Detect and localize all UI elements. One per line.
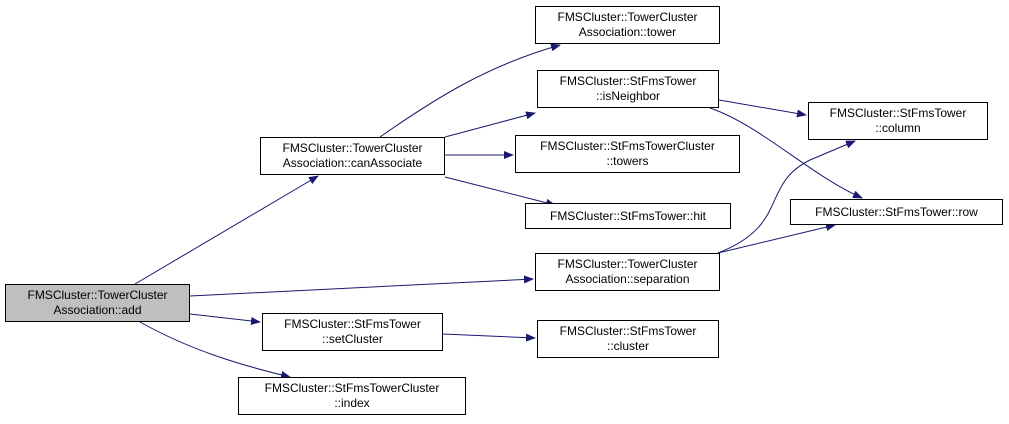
edge-add-to-canAssociate bbox=[134, 175, 319, 285]
node-label-line-1: FMSCluster::TowerCluster bbox=[27, 288, 168, 302]
node-label-line-2: Association::tower bbox=[578, 25, 677, 39]
node-label-line-2: ::setCluster bbox=[322, 332, 383, 346]
node-label-line-1: FMSCluster::StFmsTower::row bbox=[815, 204, 978, 219]
node-label-line-1: FMSCluster::StFmsTowerCluster bbox=[540, 139, 715, 153]
edge-add-to-separation bbox=[189, 275, 534, 297]
node-label-line-2: ::index bbox=[334, 396, 370, 410]
node-cluster[interactable]: FMSCluster::StFmsTower ::cluster bbox=[537, 320, 719, 358]
edge-separation-to-column bbox=[717, 140, 856, 254]
node-hit[interactable]: FMSCluster::StFmsTower::hit bbox=[525, 203, 731, 229]
edge-canAssociate-to-isNeighbor bbox=[444, 111, 536, 138]
node-label-line-1: FMSCluster::StFmsTower bbox=[284, 317, 421, 331]
node-index[interactable]: FMSCluster::StFmsTowerCluster ::index bbox=[238, 377, 466, 415]
node-label-line-1: FMSCluster::StFmsTowerCluster bbox=[264, 381, 440, 395]
node-label-line-1: FMSCluster::StFmsTower::hit bbox=[549, 208, 707, 223]
node-row[interactable]: FMSCluster::StFmsTower::row bbox=[790, 199, 1003, 225]
node-label-line-2: Association::separation bbox=[565, 272, 690, 286]
node-label-line-2: ::column bbox=[875, 121, 921, 135]
edge-setCluster-to-cluster bbox=[442, 333, 536, 342]
edge-canAssociate-to-tower bbox=[379, 43, 561, 138]
node-label-line-2: Association::add bbox=[53, 303, 142, 317]
node-label-line-1: FMSCluster::TowerCluster bbox=[282, 141, 423, 155]
edge-add-to-index bbox=[139, 321, 291, 379]
node-label-line-1: FMSCluster::StFmsTower bbox=[559, 324, 697, 338]
node-set-cluster[interactable]: FMSCluster::StFmsTower ::setCluster bbox=[262, 313, 443, 351]
node-label-line-2: ::towers bbox=[606, 154, 649, 168]
node-add[interactable]: FMSCluster::TowerCluster Association::ad… bbox=[5, 284, 190, 322]
node-label-line-2: ::cluster bbox=[606, 339, 649, 353]
node-tower[interactable]: FMSCluster::TowerCluster Association::to… bbox=[535, 6, 720, 44]
node-label-line-1: FMSCluster::StFmsTower bbox=[829, 106, 967, 120]
node-towers[interactable]: FMSCluster::StFmsTowerCluster ::towers bbox=[515, 135, 740, 173]
node-label-line-2: ::isNeighbor bbox=[595, 89, 661, 103]
node-column[interactable]: FMSCluster::StFmsTower ::column bbox=[808, 102, 988, 140]
edge-isNeighbor-to-row bbox=[709, 107, 863, 199]
edge-canAssociate-to-hit bbox=[444, 176, 556, 207]
node-can-associate[interactable]: FMSCluster::TowerCluster Association::ca… bbox=[260, 137, 445, 175]
node-is-neighbor[interactable]: FMSCluster::StFmsTower ::isNeighbor bbox=[537, 70, 719, 108]
edge-separation-to-row bbox=[717, 223, 836, 254]
edge-add-to-setCluster bbox=[189, 313, 261, 325]
node-label-line-1: FMSCluster::TowerCluster bbox=[557, 257, 698, 271]
node-separation[interactable]: FMSCluster::TowerCluster Association::se… bbox=[535, 253, 720, 291]
node-label-line-1: FMSCluster::TowerCluster bbox=[557, 10, 698, 24]
edge-isNeighbor-to-column bbox=[718, 99, 807, 118]
node-label-line-1: FMSCluster::StFmsTower bbox=[559, 74, 697, 88]
node-label-line-2: Association::canAssociate bbox=[282, 156, 423, 170]
